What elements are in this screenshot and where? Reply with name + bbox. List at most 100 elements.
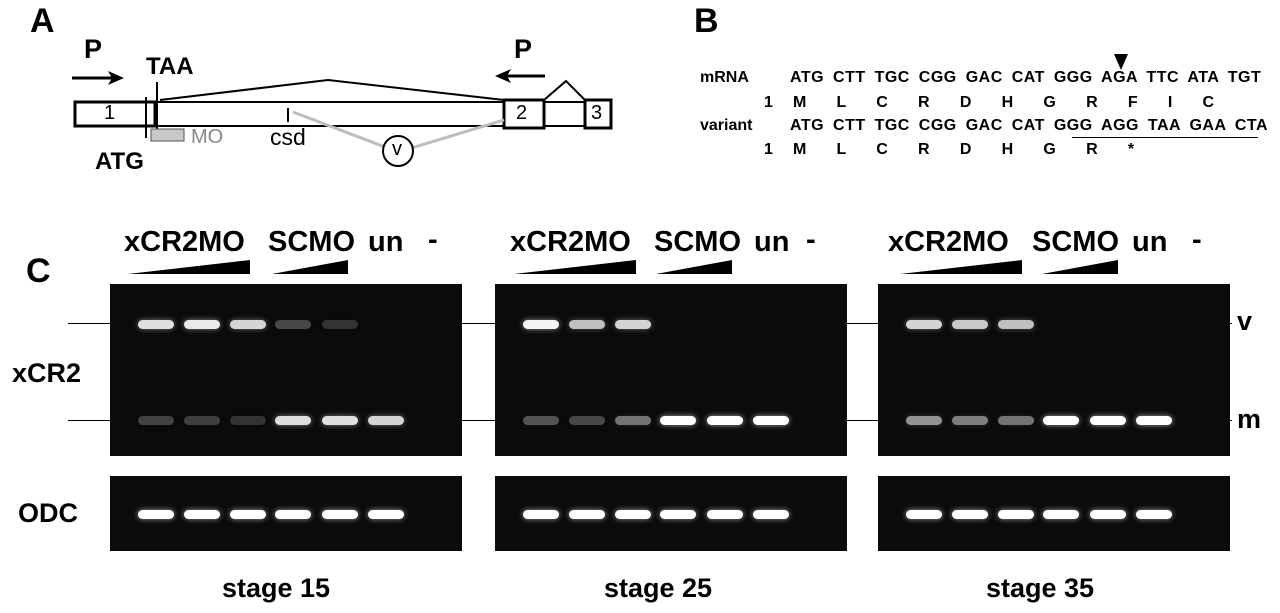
band-mature	[952, 416, 988, 425]
band-mature	[1090, 416, 1126, 425]
row-label-odc: ODC	[18, 498, 78, 528]
gel-xcr2-stage-15	[110, 284, 462, 456]
dose-wedge-xcr2mo	[514, 260, 636, 274]
marker-variant: v	[1237, 306, 1253, 336]
band-odc	[1090, 510, 1126, 519]
gel-xcr2-stage-35	[878, 284, 1230, 456]
band-mature	[184, 416, 220, 425]
start-codon-label: ATG	[95, 148, 144, 175]
stage-label-15: stage 15	[222, 573, 331, 603]
band-mature	[707, 416, 743, 425]
dose-wedge-scmo	[1042, 260, 1118, 274]
band-odc	[1136, 510, 1172, 519]
band-odc	[906, 510, 942, 519]
band-mature	[275, 416, 311, 425]
band-mature	[753, 416, 789, 425]
variant-underline	[1072, 137, 1258, 138]
exon-2-label: 2	[516, 102, 528, 124]
lane-label-neg: -	[1192, 224, 1202, 256]
band-mature	[660, 416, 696, 425]
band-odc	[1043, 510, 1079, 519]
morpholino-label: MO	[191, 126, 224, 148]
band-odc	[952, 510, 988, 519]
band-mature	[368, 416, 404, 425]
band-mature	[998, 416, 1034, 425]
gel-odc-stage-35	[878, 476, 1230, 551]
band-variant	[523, 320, 559, 329]
band-mature	[138, 416, 174, 425]
gel-odc-stage-15	[110, 476, 462, 551]
band-mature	[1136, 416, 1172, 425]
lane-label-neg: -	[428, 224, 438, 256]
sequence-row-variant-protein: M L C R D H G R *	[793, 141, 1135, 158]
sequence-row-label-protein: 1	[764, 94, 773, 111]
band-variant	[615, 320, 651, 329]
band-variant	[138, 320, 174, 329]
primer-left-label: P	[84, 34, 103, 64]
band-odc	[753, 510, 789, 519]
dose-wedge-xcr2mo	[128, 260, 250, 274]
panel-c-label: C	[26, 252, 51, 290]
cryptic-site-label: csd	[270, 124, 306, 150]
band-odc	[707, 510, 743, 519]
band-mature	[322, 416, 358, 425]
lane-label-un: un	[754, 226, 790, 258]
sequence-row-label-variant-protein: 1	[764, 141, 773, 158]
sequence-row-label-mrna: mRNA	[700, 69, 749, 86]
dose-wedge-scmo	[656, 260, 732, 274]
band-odc	[660, 510, 696, 519]
variant-circle-label: v	[392, 138, 402, 160]
band-odc	[368, 510, 404, 519]
sequence-row-protein: M L C R D H G R F I C	[793, 94, 1215, 111]
exon-1-label: 1	[104, 102, 116, 124]
band-odc	[184, 510, 220, 519]
lane-label-scmo: SCMO	[268, 226, 355, 258]
lane-label-un: un	[368, 226, 404, 258]
band-mature	[523, 416, 559, 425]
band-variant	[998, 320, 1034, 329]
band-mature	[230, 416, 266, 425]
lane-label-un: un	[1132, 226, 1168, 258]
splice-site-arrowhead	[1114, 54, 1128, 70]
sequence-row-variant: ATG CTT TGC CGG GAC CAT GGG AGG TAA GAA …	[790, 117, 1269, 134]
gel-odc-stage-25	[495, 476, 847, 551]
band-odc	[998, 510, 1034, 519]
dose-wedge-scmo	[272, 260, 348, 274]
sequence-row-mrna: ATG CTT TGC CGG GAC CAT GGG AGA TTC ATA …	[790, 69, 1262, 86]
band-odc	[523, 510, 559, 519]
lane-label-xcr2mo: xCR2MO	[510, 226, 631, 258]
marker-mature: m	[1237, 404, 1262, 434]
panel-a-label: A	[30, 2, 55, 40]
sequence-row-label-variant: variant	[700, 117, 753, 134]
band-odc	[230, 510, 266, 519]
lane-label-xcr2mo: xCR2MO	[124, 226, 245, 258]
band-variant	[952, 320, 988, 329]
band-variant	[230, 320, 266, 329]
band-odc	[322, 510, 358, 519]
lane-label-neg: -	[806, 224, 816, 256]
stage-label-35: stage 35	[986, 573, 1095, 603]
row-label-xcr2: xCR2	[12, 358, 82, 388]
gene-structure-diagram	[72, 69, 613, 167]
stage-label-25: stage 25	[604, 573, 713, 603]
lane-label-scmo: SCMO	[654, 226, 741, 258]
band-variant	[322, 320, 358, 329]
band-odc	[275, 510, 311, 519]
band-odc	[615, 510, 651, 519]
dose-wedge-xcr2mo	[900, 260, 1022, 274]
lane-label-xcr2mo: xCR2MO	[888, 226, 1009, 258]
band-odc	[569, 510, 605, 519]
band-mature	[906, 416, 942, 425]
band-odc	[138, 510, 174, 519]
lane-label-scmo: SCMO	[1032, 226, 1119, 258]
band-mature	[615, 416, 651, 425]
band-variant	[569, 320, 605, 329]
band-mature	[569, 416, 605, 425]
stop-codon-label: TAA	[146, 53, 194, 80]
band-variant	[275, 320, 311, 329]
gel-xcr2-stage-25	[495, 284, 847, 456]
band-mature	[1043, 416, 1079, 425]
primer-right-label: P	[514, 34, 533, 64]
band-variant	[184, 320, 220, 329]
exon-3-label: 3	[591, 102, 603, 124]
